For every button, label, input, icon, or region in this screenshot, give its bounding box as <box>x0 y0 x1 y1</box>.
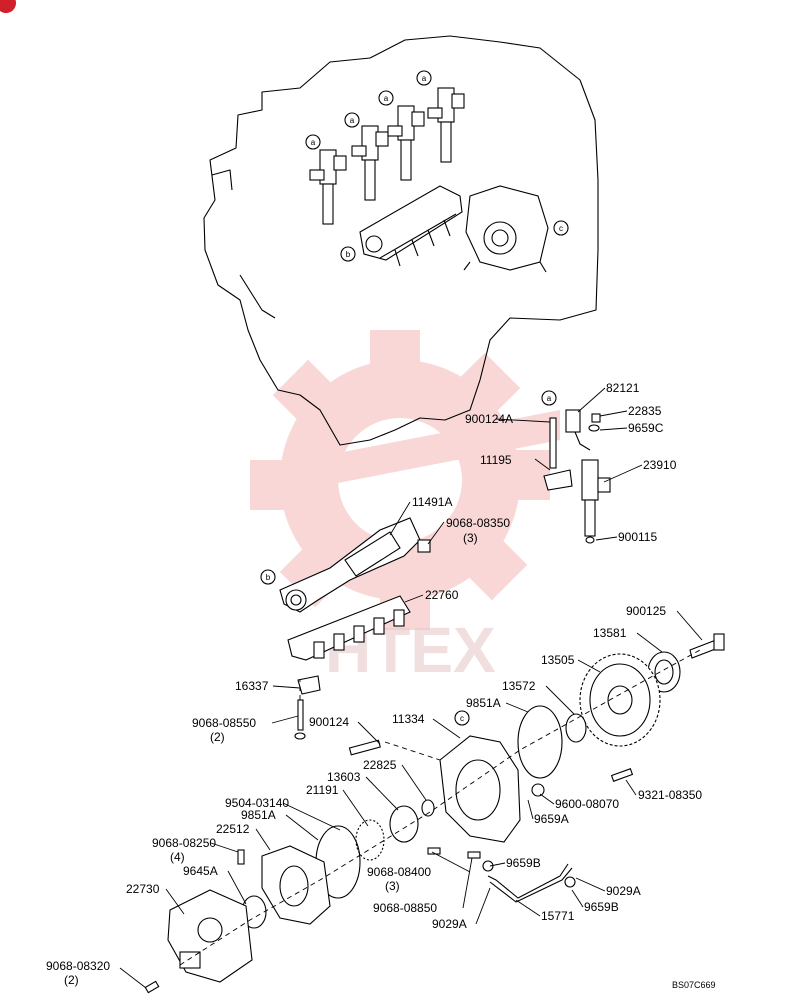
part-label: 13603 <box>327 770 361 784</box>
centerline <box>384 741 441 761</box>
svg-text:a: a <box>311 138 316 147</box>
svg-text:b: b <box>346 250 351 259</box>
watermark-gear-icon <box>250 330 560 630</box>
part-label: 9659C <box>628 421 664 435</box>
part-label: 9851A <box>466 696 501 710</box>
part-label: 900124 <box>309 715 349 729</box>
svg-text:a: a <box>384 94 389 103</box>
part-label: 900115 <box>618 530 657 544</box>
corner-badge-icon <box>0 0 16 13</box>
svg-text:c: c <box>559 224 563 233</box>
part-quantity: (2) <box>64 973 79 987</box>
part-label: 22730 <box>126 882 160 896</box>
part-label: 9321-08350 <box>638 788 702 802</box>
part-label: 9851A <box>241 808 276 822</box>
part-label: 900125 <box>626 604 666 618</box>
engine-injector-group <box>309 87 465 225</box>
engine-rail-assembly <box>359 185 463 267</box>
part-label: 22835 <box>628 404 662 418</box>
svg-text:a: a <box>422 74 427 83</box>
callout-a-markers: a a a a a <box>305 70 557 406</box>
part-label: 13581 <box>593 626 627 640</box>
part-label: 9645A <box>183 864 218 878</box>
callout-c-markers: c c <box>454 220 569 726</box>
part-label: 11334 <box>392 712 425 726</box>
part-label: 21191 <box>306 783 339 797</box>
part-label: 9029A <box>432 917 467 931</box>
svg-text:a: a <box>350 116 355 125</box>
part-label: 22760 <box>425 588 459 602</box>
part-label: 9068-08850 <box>373 901 437 915</box>
part-quantity: (2) <box>210 730 225 744</box>
part-label: 9659B <box>584 900 619 914</box>
engine-block-detail <box>211 169 233 191</box>
part-label: 900124A <box>465 412 513 426</box>
svg-text:b: b <box>266 573 271 582</box>
part-label: 9068-08400 <box>367 865 431 879</box>
engine-block-detail <box>239 274 276 319</box>
figure-code: BS07C669 <box>672 980 716 990</box>
part-label: 9068-08350 <box>446 516 510 530</box>
part-quantity: (3) <box>385 879 400 893</box>
part-label: 9600-08070 <box>555 797 619 811</box>
part-label: 9504-03140 <box>225 796 289 810</box>
part-label: 9068-08320 <box>46 959 110 973</box>
part-quantity: (3) <box>463 531 478 545</box>
pump-exploded <box>144 633 725 994</box>
svg-text:c: c <box>460 714 464 723</box>
centerline <box>179 649 701 966</box>
part-label: 9659B <box>506 856 541 870</box>
callout-b-markers: b b <box>260 246 356 585</box>
part-label: 9068-08250 <box>152 836 216 850</box>
part-label: 11195 <box>480 453 512 467</box>
part-label: 15771 <box>541 909 575 923</box>
part-label: 22512 <box>216 822 250 836</box>
part-label: 9029A <box>606 884 641 898</box>
part-label: 16337 <box>235 679 269 693</box>
part-label: 11491A <box>412 495 452 509</box>
part-label: 9068-08550 <box>192 716 256 730</box>
leader-lines <box>119 387 703 989</box>
engine-pump-assembly <box>463 185 549 273</box>
part-label: 82121 <box>606 381 640 395</box>
part-label: 22825 <box>363 758 397 772</box>
part-quantity: (4) <box>170 850 185 864</box>
injector-detail <box>543 409 611 544</box>
svg-text:a: a <box>547 394 552 403</box>
engine-block-outline <box>203 35 599 446</box>
part-label: 23910 <box>643 458 677 472</box>
rail-detail <box>279 517 431 740</box>
part-label: 13572 <box>502 679 536 693</box>
part-labels: 82121 22835 900124A 9659C 11195 23910 90… <box>46 381 702 987</box>
part-label: 9659A <box>534 812 569 826</box>
part-label: 13505 <box>541 653 575 667</box>
